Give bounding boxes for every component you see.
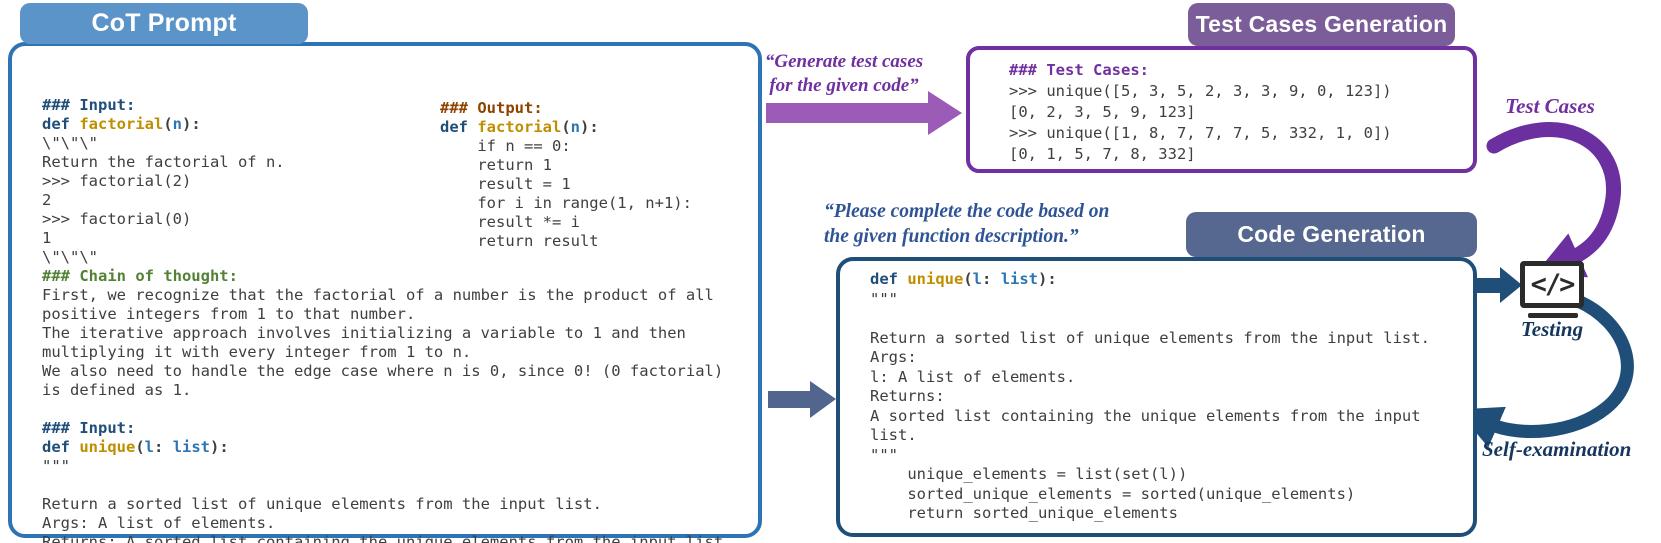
code-generation-title: Code Generation: [1237, 221, 1426, 247]
testing-icon-stand: [1528, 313, 1578, 318]
testing-code-icon: </>: [1520, 261, 1584, 308]
cot-prompt-code-left: ### Input:def factorial(n):\"\"\"Return …: [42, 96, 733, 543]
code-generation-panel: def unique(l: list):""" Return a sorted …: [836, 257, 1477, 537]
test-cases-panel: ### Test Cases:>>> unique([5, 3, 5, 2, 3…: [966, 46, 1477, 173]
complete-code-arrow: [768, 381, 836, 418]
cot-prompt-header: CoT Prompt: [20, 3, 308, 44]
complete-code-label: “Please complete the code based on the g…: [824, 201, 1110, 247]
self-examination-label: Self-examination: [1482, 437, 1632, 461]
cot-prompt-code-right: ### Output:def factorial(n): if n == 0: …: [440, 99, 692, 250]
cot-prompt-panel: ### Input:def factorial(n):\"\"\"Return …: [8, 42, 762, 543]
code-generation-code: def unique(l: list):""" Return a sorted …: [870, 270, 1430, 522]
test-cases-arrow-arc: [1486, 122, 1621, 278]
code-generation-header: Code Generation: [1186, 212, 1477, 257]
generate-test-cases-label: “Generate test cases for the given code”: [764, 51, 924, 96]
cot-prompt-title: CoT Prompt: [91, 9, 237, 37]
testing-label: Testing: [1520, 317, 1584, 341]
test-cases-header: Test Cases Generation: [1188, 3, 1455, 46]
test-cases-title: Test Cases Generation: [1195, 11, 1448, 37]
test-cases-code: ### Test Cases:>>> unique([5, 3, 5, 2, 3…: [1009, 61, 1392, 163]
to-testing-arrow: [1477, 267, 1522, 303]
test-cases-flow-label: Test Cases: [1505, 94, 1595, 118]
code-brackets-icon: </>: [1530, 269, 1576, 300]
